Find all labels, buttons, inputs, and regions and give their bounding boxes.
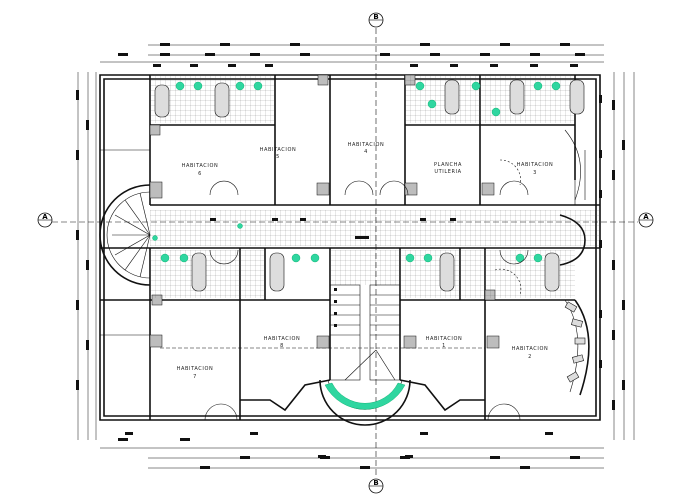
room-3-number: 3 [533,170,537,176]
bottom-facade [240,379,485,426]
room-1-name: HABITACION [426,336,463,342]
room-3-name: HABITACION [517,162,554,168]
interior-walls [100,75,600,420]
axis-marker-right: A [638,212,654,228]
door-swings [204,129,581,421]
left-stair-tower [99,184,151,286]
axis-label-right: A [643,213,649,221]
plancha-label: PLANCHA [434,162,462,168]
axis-label-bottom: B [373,479,378,487]
utileria-label: UTILERIA [434,169,461,175]
room-6-number: 6 [198,171,202,177]
axis-marker-left: A [37,212,53,228]
axis-label-top: B [373,13,378,21]
axis-marker-bottom: B [368,478,384,494]
room-8-name: HABITACION [264,336,301,342]
bathroom-fixtures [152,79,585,292]
axis-label-left: A [42,213,48,221]
room-4-name: HABITACION [348,142,385,148]
room-2-name: HABITACION [512,346,549,352]
room-4-number: 4 [364,149,368,155]
room-7-name: HABITACION [177,366,214,372]
room-7-number: 7 [193,374,197,380]
room-5-number: 5 [276,154,280,160]
room-2-number: 2 [528,354,532,360]
room-1-number: 1 [442,343,446,349]
room-5-name: HABITACION [260,147,297,153]
dimension-lines [76,43,635,469]
room-8-number: 8 [280,343,284,349]
axis-marker-top: B [368,12,384,28]
window-marks [125,64,578,458]
central-stair [329,284,401,381]
room-6-name: HABITACION [182,163,219,169]
right-curved-balcony [559,214,590,396]
